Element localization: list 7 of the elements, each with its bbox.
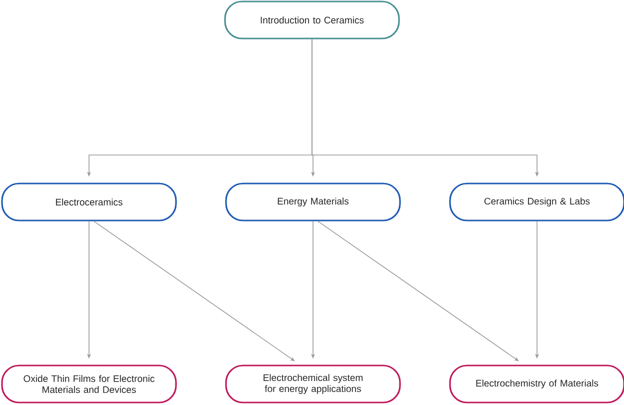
course-box: Electrochemical system for energy applications	[225, 364, 401, 404]
course-box: Ceramics Design & Labs	[449, 182, 624, 222]
course-box: Electroceramics	[1, 182, 177, 222]
course-box: Electrochemistry of Materials	[449, 364, 624, 404]
course-box: Oxide Thin Films for Electronic Materials and Devices	[1, 364, 177, 404]
course-box: Energy Materials	[225, 182, 401, 222]
course-box: Introduction to Ceramics	[224, 0, 400, 40]
